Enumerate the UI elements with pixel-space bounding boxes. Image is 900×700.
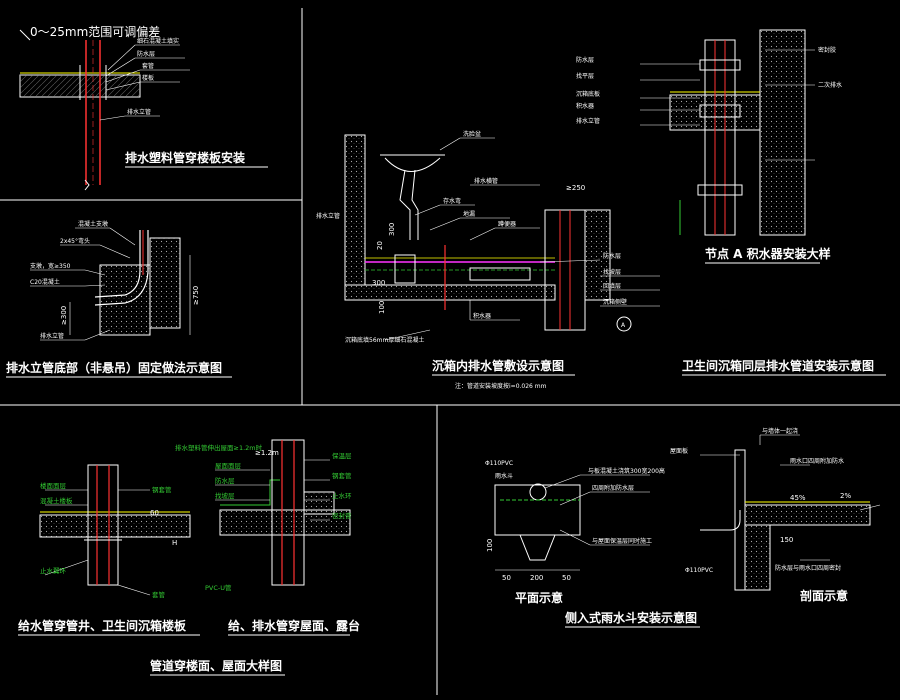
p2-label-0: 混凝土支墩 (78, 220, 108, 228)
p6-title: 侧入式雨水斗安装示意图 (565, 610, 697, 625)
p4-label-3: 积水器 (576, 102, 594, 110)
p2-label-1: 2x45°弯头 (60, 237, 90, 245)
p6-dim-4: 150 (780, 536, 793, 544)
p3-label-5: 防水层 (603, 252, 621, 260)
adjustment-note: 0～25mm范围可调偏差 (30, 24, 160, 39)
marker-a: A (621, 322, 626, 329)
p5-sub1: 给水管穿管井、卫生间沉箱楼板 (18, 618, 187, 633)
p5-left-label-0: 楼面面层 (40, 481, 67, 490)
p2-label-2: 支墩，宽≥350 (30, 262, 71, 270)
p5-left-label-2: 止水翼环 (40, 566, 67, 575)
p6-pipe-label-2: Φ110PVC (685, 567, 713, 574)
p6-label-6: 雨水口四周附加防水 (790, 457, 844, 465)
p5-title: 管道穿楼面、屋面大样图 (150, 658, 282, 673)
p5-left-label-4: 钢套管 (152, 485, 172, 494)
p1-label-4: 排水立管 (127, 108, 151, 116)
p5-sub2: 给、排水管穿屋面、露台 (228, 618, 360, 633)
p1-label-2: 套管 (142, 62, 154, 70)
p3-label-3: 蹲便器 (498, 220, 516, 228)
p5-dim-1: H (172, 539, 177, 547)
p6-label-0: 雨水斗 (495, 472, 513, 480)
p5-right-label-1: 屋面面层 (215, 462, 242, 470)
p1-label-1: 防水层 (137, 50, 155, 58)
p3-label-6: 找坡层 (603, 268, 621, 276)
p2-title: 排水立管底部（非悬吊）固定做法示意图 (6, 360, 222, 375)
p3-dim-3: 300 (388, 223, 396, 236)
p4-label-6: 二次排水 (818, 81, 842, 89)
p5-dim-2: ≥1.2m (255, 449, 279, 457)
p5-right-label-4: 保温层 (332, 451, 352, 460)
panel-dividers (0, 8, 900, 695)
p1-title: 排水塑料管穿楼板安装 (125, 150, 245, 165)
p3-label-8: 沉箱侧壁 (603, 298, 627, 306)
p4-label-5: 密封胶 (818, 46, 836, 54)
p6-label-5: 与墙体一起浇 (762, 427, 798, 435)
p5-right-label-8: 密封膏 (332, 511, 352, 520)
p6-dim-1: 200 (530, 574, 543, 582)
p2-dim-0: ≥750 (192, 286, 200, 305)
p3-dim-0: 20 (376, 241, 384, 250)
p6-label-1: 与板混凝土浇筑300宽200高 (588, 467, 665, 475)
p4-dim: ≥250 (566, 184, 585, 192)
p3-note: 注：管道安装坡度按i=0.026 mm (455, 382, 547, 390)
panel-detail-a: 防水层 找平层 沉箱底板 积水器 排水立管 密封胶 二次排水 ≥250 节点 A… (566, 29, 886, 376)
p6-plan-title: 平面示意 (515, 590, 563, 605)
panel-pipe-through-floor: 0～25mm范围可调偏差 细石混凝土填实 防水层 套管 楼板 排水立管 排水塑料… (19, 24, 268, 191)
p6-dim-3: 100 (486, 539, 494, 552)
panel-side-roof-drain: 50 200 50 100 Φ110PVC 雨水斗 与板混凝土浇筑300宽200… (485, 427, 881, 628)
p2-dim-1: ≥300 (60, 306, 68, 325)
p3-dim-1: 300 (372, 279, 385, 287)
p5-right-label-3: 找坡层 (215, 491, 235, 500)
p5-left-label-3: 套管 (152, 590, 166, 599)
p5-right-label-7: 止水环 (332, 491, 352, 500)
p3-label-4: 排水横管 (474, 177, 498, 185)
p5-right-label-6: 钢套管 (332, 471, 352, 480)
p6-dim-5: 45% (790, 494, 806, 502)
p6-section-title: 剖面示意 (800, 588, 848, 603)
p4-detail-title: 节点 A 积水器安装大样 (705, 246, 831, 261)
p6-label-4: 屋面板 (670, 447, 688, 455)
p3-label-9: 积水器 (473, 312, 491, 320)
p3-label-0: 洗脸盆 (463, 130, 481, 138)
p1-label-3: 楼板 (142, 74, 154, 82)
p4-label-2: 沉箱底板 (576, 90, 600, 98)
p5-left-label-1: 混凝土楼板 (40, 496, 73, 505)
p6-dim-0: 50 (502, 574, 511, 582)
panel-riser-base-support: ≥750 ≥300 混凝土支墩 2x45°弯头 支墩，宽≥350 C20混凝土 … (6, 220, 232, 378)
p6-dim-2: 50 (562, 574, 571, 582)
p6-label-7: 防水层与雨水口四周密封 (775, 564, 841, 572)
p3-dim-2: 100 (378, 301, 386, 314)
p2-label-3: C20混凝土 (30, 278, 60, 286)
p6-label-2: 四周附加防水层 (592, 484, 634, 492)
p4-label-1: 找平层 (576, 72, 594, 80)
p3-label-1: 存水弯 (443, 197, 461, 205)
p3-label-10: 排水立管 (316, 212, 340, 220)
p4-label-4: 排水立管 (576, 117, 600, 125)
p5-right-label-0: 排水塑料管伸出屋面≥1.2m时 (175, 443, 263, 452)
p5-right-label-5: PVC-U管 (205, 583, 232, 592)
p3-label-2: 地漏 (463, 210, 475, 218)
p6-dim-6: 2% (840, 492, 851, 500)
p5-dim-0: 60 (150, 509, 159, 517)
p6-pipe-label: Φ110PVC (485, 460, 513, 467)
p3-title: 沉箱内排水管敷设示意图 (432, 358, 564, 373)
p5-right-label-2: 防水层 (215, 476, 235, 485)
panel-pipe-through-floor-roof: 楼面面层 混凝土楼板 止水翼环 套管 钢套管 排水塑料管伸出屋面≥1.2m时 屋… (18, 439, 360, 676)
p1-label-0: 细石混凝土填实 (137, 37, 179, 45)
p4-title: 卫生间沉箱同层排水管道安装示意图 (682, 358, 874, 373)
p3-label-7: 回填层 (603, 282, 621, 290)
p6-label-3: 与屋面保温层同时施工 (592, 537, 652, 545)
p2-label-4: 排水立管 (40, 332, 64, 340)
panel-sunken-box-drain: A 20 300 100 300 洗脸盆 存水弯 地漏 蹲便器 排水横管 防水层… (316, 130, 660, 390)
p3-note2: 沉箱底填56mm厚细石混凝土 (345, 336, 424, 344)
p4-label-0: 防水层 (576, 56, 594, 64)
